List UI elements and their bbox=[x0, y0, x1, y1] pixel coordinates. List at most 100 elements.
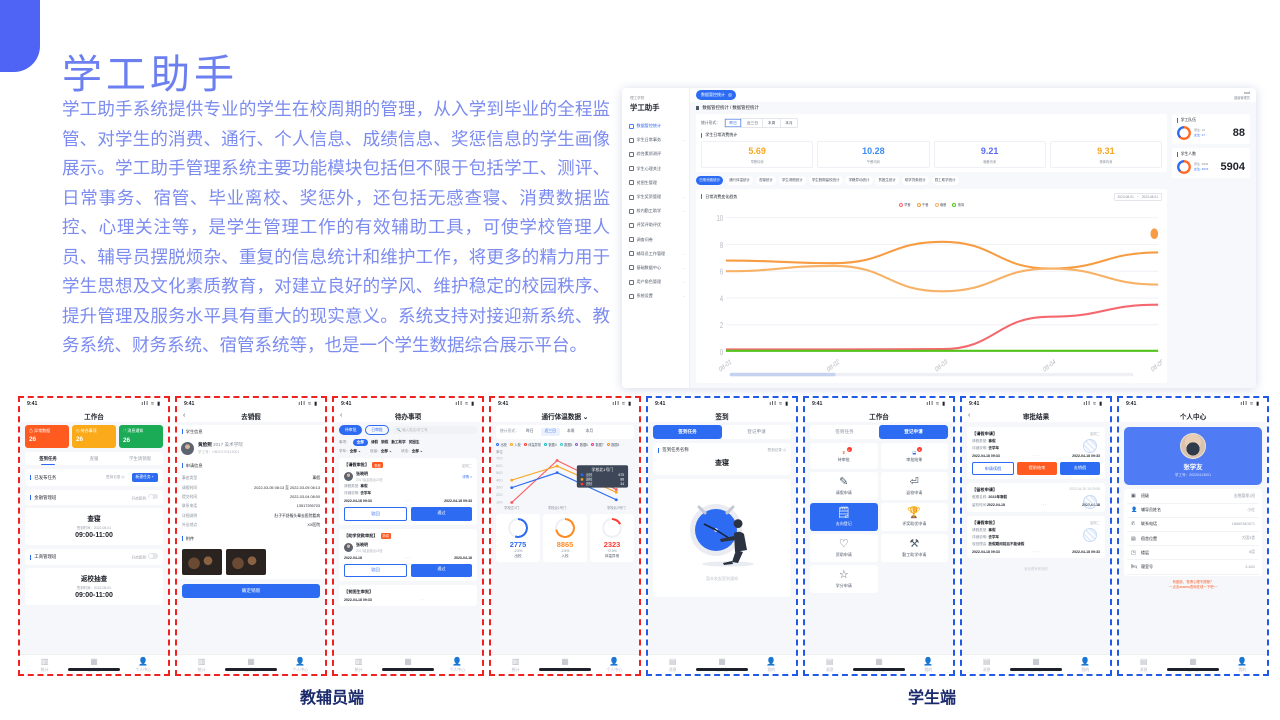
stat-mode-0[interactable]: 昨日 bbox=[724, 119, 743, 128]
stat-chip-6[interactable]: 贫困生统计 bbox=[875, 175, 900, 185]
nav-item-2[interactable]: 👤个人中心 bbox=[119, 657, 168, 673]
nav-item-2[interactable]: 👤我的 bbox=[1218, 657, 1267, 673]
nav-item-2[interactable]: 👤个人中心 bbox=[433, 657, 482, 673]
stat-mode-3[interactable]: 本月 bbox=[785, 120, 793, 125]
grid-cell-6[interactable]: ☆学分申请 bbox=[810, 565, 878, 593]
extend-leave-button[interactable]: 申请续假 bbox=[972, 462, 1014, 476]
sidebar-item-11[interactable]: 用户角色管理⌄ bbox=[622, 275, 689, 289]
stat-chip-4[interactable]: 学生假期留校统计 bbox=[808, 175, 843, 185]
nav-item-2[interactable]: 👤我的 bbox=[904, 657, 953, 673]
nav-item-2[interactable]: 👤我的 bbox=[1061, 657, 1110, 673]
filter-0[interactable]: 全部 bbox=[352, 438, 368, 446]
stat-chip-8[interactable]: 勤工助学统计 bbox=[931, 175, 959, 185]
signin-toggle[interactable] bbox=[148, 553, 158, 559]
sidebar-item-5[interactable]: 学生奖资管理⌄ bbox=[622, 190, 689, 204]
filter-4[interactable]: 贫困生 bbox=[408, 439, 420, 444]
tab-0[interactable]: 签到任务 bbox=[835, 429, 854, 434]
sidebar-item-7[interactable]: 评奖评助评优 bbox=[622, 218, 689, 232]
stat-chip-2[interactable]: 查寝统计 bbox=[755, 175, 777, 185]
grid-cell-1[interactable]: ⏎返校申请 bbox=[880, 472, 948, 500]
sidebar-item-0[interactable]: 数据管控统计 bbox=[622, 119, 689, 133]
grid-cell-2[interactable]: 🗒去向登记 bbox=[810, 503, 878, 531]
nav-item-2[interactable]: 👤我的 bbox=[747, 657, 796, 673]
filter-3[interactable]: 勤工助学 bbox=[391, 439, 406, 444]
legend-item-6[interactable]: 数据7 bbox=[590, 442, 604, 447]
sidebar-item-4[interactable]: 贫困生管理 bbox=[622, 176, 689, 190]
toggle-wrap[interactable]: 开启签到: bbox=[132, 553, 158, 560]
sidebar-item-3[interactable]: 学生心理关注 bbox=[622, 162, 689, 176]
stat-mode-1[interactable]: 近三日 bbox=[742, 119, 764, 128]
filter-2[interactable]: 销假 bbox=[381, 439, 389, 444]
tab-1[interactable]: 登记申请 bbox=[879, 425, 948, 439]
search-input[interactable]: 🔍 输入姓名/学工号 bbox=[391, 425, 477, 435]
tab-0[interactable]: 签到任务 bbox=[653, 425, 722, 439]
stat-chip-0[interactable]: 日常消费统计 bbox=[696, 175, 724, 185]
nav-item-0[interactable]: ▥统计 bbox=[177, 657, 226, 673]
active-page-tag[interactable]: 数据管控统计 bbox=[696, 90, 737, 100]
nav-item-0[interactable]: ▥统计 bbox=[491, 657, 540, 673]
select-2[interactable]: 状态：全部 ⌄ bbox=[401, 449, 423, 454]
legend-item-7[interactable]: 数据8 bbox=[606, 442, 619, 447]
sidebar-item-12[interactable]: 系统设置⌄ bbox=[622, 289, 689, 303]
stat-category-chips[interactable]: 日常消费统计通行体温统计查寝统计学生请假统计学生假期留校统计学籍异动统计贫困生统… bbox=[696, 175, 1167, 185]
stat-mode-2[interactable]: 本周 bbox=[566, 429, 575, 434]
stat-mode-3[interactable]: 本月 bbox=[585, 429, 594, 434]
nav-item-0[interactable]: ▥统计 bbox=[20, 657, 69, 673]
stat-chip-7[interactable]: 助学贷款统计 bbox=[901, 175, 929, 185]
select-1[interactable]: 班级：全部 ⌄ bbox=[370, 449, 392, 454]
close-icon[interactable] bbox=[728, 92, 733, 98]
legend-item-5[interactable]: 数据6 bbox=[575, 442, 588, 447]
legend-item-0[interactable]: 出校 bbox=[496, 442, 507, 447]
nav-item-0[interactable]: ▥统计 bbox=[334, 657, 383, 673]
stat-mode-2[interactable]: 本周 bbox=[763, 119, 781, 128]
tab-1[interactable]: 查寝 bbox=[89, 456, 99, 461]
legend-item-3[interactable]: 数据4 bbox=[544, 442, 557, 447]
approve-button[interactable]: 通过 bbox=[411, 507, 472, 521]
legend-item-4[interactable]: 数据5 bbox=[559, 442, 572, 447]
sidebar-item-10[interactable]: 基础数据中心⌄ bbox=[622, 261, 689, 275]
toggle-wrap[interactable]: 开启签到: bbox=[132, 494, 158, 501]
filter-1[interactable]: 请假 bbox=[370, 439, 379, 444]
back-icon[interactable]: ‹ bbox=[968, 412, 971, 419]
legend-item-1[interactable]: 午餐 bbox=[916, 202, 929, 207]
attachment-thumb-0[interactable] bbox=[182, 549, 222, 576]
end-early-button[interactable]: 提前结束 bbox=[1017, 462, 1057, 476]
legend-item-2[interactable]: 晚餐 bbox=[934, 202, 946, 207]
nav-item-0[interactable]: ▤消息 bbox=[805, 657, 854, 673]
tab-1[interactable]: 登记申请 bbox=[747, 429, 766, 434]
stat-chip-1[interactable]: 通行体温统计 bbox=[725, 175, 754, 185]
pill-1[interactable]: 已审批 bbox=[365, 425, 389, 436]
nav-item-0[interactable]: ▤消息 bbox=[1119, 657, 1168, 673]
nav-item-0[interactable]: ▤消息 bbox=[962, 657, 1011, 673]
tab-2[interactable]: 学生请销假 bbox=[129, 456, 151, 461]
legend-item-3[interactable]: 夜宵 bbox=[952, 202, 964, 207]
psych-tip[interactable]: 有困扰、觉得心理不舒服？~~点击assess咨询在线一下吧~~ bbox=[1124, 580, 1262, 590]
nav-item-2[interactable]: 👤个人中心 bbox=[276, 657, 325, 673]
user-menu[interactable]: root 超级管理员 bbox=[1234, 91, 1250, 100]
back-icon[interactable]: ‹ bbox=[183, 412, 186, 419]
stat-chip-5[interactable]: 学籍异动统计 bbox=[845, 175, 873, 185]
sidebar-item-2[interactable]: 综合素质测评 bbox=[622, 147, 689, 161]
grid-cell-0[interactable]: ✎请假申请 bbox=[810, 472, 878, 500]
back-icon[interactable]: ‹ bbox=[340, 412, 343, 419]
legend-item-2[interactable]: 体温异常 bbox=[523, 442, 541, 447]
nav-item-2[interactable]: 👤个人中心 bbox=[590, 657, 639, 673]
grid-cell-4[interactable]: ♡资助申请 bbox=[810, 534, 878, 562]
record-link[interactable]: 签到记录 ◷ bbox=[106, 475, 125, 479]
stat-chip-3[interactable]: 学生请假统计 bbox=[778, 175, 806, 185]
approve-button[interactable]: 通过 bbox=[411, 563, 472, 577]
sidebar-item-6[interactable]: 校内勤工助学⌄ bbox=[622, 204, 689, 218]
pill-0[interactable]: 待审批 bbox=[339, 425, 363, 436]
stat-mode-segment[interactable]: 昨日近三日本周本月 bbox=[723, 118, 799, 129]
chart-legend[interactable]: 早餐午餐晚餐夜宵 bbox=[701, 202, 1162, 207]
sidebar-item-8[interactable]: 调查问卷 bbox=[622, 233, 689, 247]
date-range-picker[interactable]: 2023-08-01 ~ 2023-08-01 bbox=[1113, 192, 1162, 202]
attachment-thumb-1[interactable] bbox=[226, 549, 266, 576]
legend-item-1[interactable]: 入校 bbox=[509, 442, 521, 447]
